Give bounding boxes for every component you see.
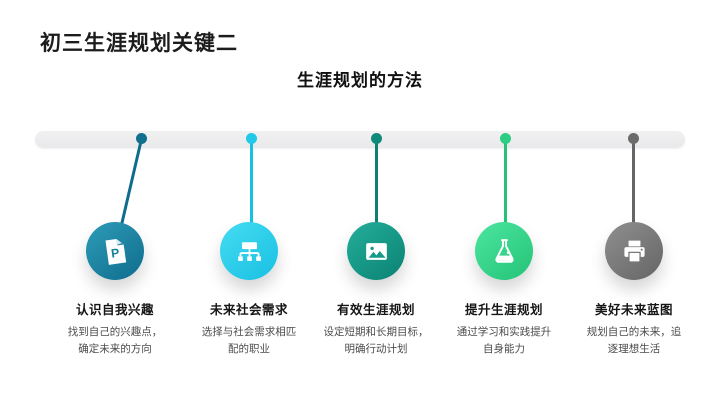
milestone-stem [631, 139, 635, 251]
milestone-desc: 通过学习和实践提升自身能力 [456, 326, 552, 355]
milestone-desc: 找到自己的兴趣点，确定未来的方向 [67, 326, 163, 355]
milestone-title: 美好未来蓝图 [594, 303, 673, 317]
milestone-text: 未来社会需求选择与社会需求相匹配的职业 [174, 299, 324, 358]
milestone-text: 认识自我兴趣找到自己的兴趣点，确定未来的方向 [40, 299, 190, 358]
milestone-stem [503, 139, 507, 251]
timeline-bar [35, 131, 685, 148]
milestone-desc: 设定短期和长期目标，明确行动计划 [323, 326, 429, 355]
milestone-stem [374, 139, 378, 251]
milestone-desc: 规划自己的未来，追逐理想生活 [586, 326, 682, 355]
milestone-title: 有效生涯规划 [336, 303, 415, 317]
milestone-dot [245, 133, 257, 144]
milestone-title: 认识自我兴趣 [75, 303, 154, 317]
milestone-text: 提升生涯规划通过学习和实践提升自身能力 [429, 299, 579, 358]
milestone-bubble [220, 222, 278, 280]
milestone-bubble [475, 222, 533, 280]
milestone-title: 提升生涯规划 [464, 303, 543, 317]
milestone-dot [370, 133, 382, 144]
milestone-text: 有效生涯规划设定短期和长期目标，明确行动计划 [301, 299, 451, 358]
milestone-title: 未来社会需求 [209, 303, 288, 317]
page-title: 初三生涯规划关键二 [40, 32, 238, 55]
milestone-bubble: P [86, 222, 144, 280]
printer-icon [623, 240, 645, 262]
section-title: 生涯规划的方法 [297, 71, 423, 90]
org-chart-icon [237, 241, 261, 261]
milestone-text: 美好未来蓝图规划自己的未来，追逐理想生活 [559, 299, 709, 358]
milestone-stem [249, 139, 253, 251]
document-p-icon: P [104, 238, 126, 265]
milestone-bubble [347, 222, 405, 280]
milestone-bubble [605, 222, 663, 280]
milestone-dot [627, 133, 639, 144]
flask-icon [494, 238, 514, 263]
svg-text:P: P [110, 245, 120, 260]
milestone-dot [499, 133, 511, 144]
picture-icon [365, 242, 387, 260]
milestone-desc: 选择与社会需求相匹配的职业 [201, 326, 297, 355]
milestone-dot [135, 133, 147, 144]
